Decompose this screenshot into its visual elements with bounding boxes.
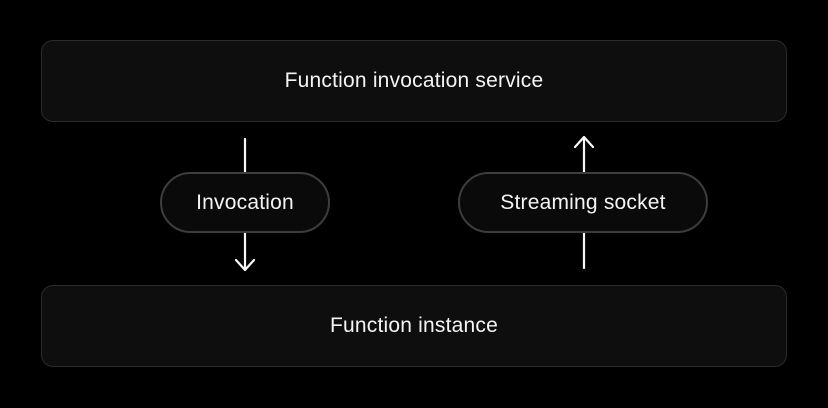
arrowhead-up-icon <box>573 135 595 149</box>
node-function-instance: Function instance <box>41 285 787 367</box>
node-function-invocation-service-label: Function invocation service <box>284 69 544 92</box>
edge-label-invocation: Invocation <box>160 172 330 233</box>
streaming-socket-edge-line <box>573 135 595 270</box>
arrowhead-down-icon <box>234 258 256 272</box>
node-function-instance-label: Function instance <box>330 314 498 337</box>
edge-label-invocation-text: Invocation <box>196 190 294 214</box>
edge-label-streaming-socket: Streaming socket <box>458 172 708 233</box>
invocation-edge-line <box>234 137 256 272</box>
edge-label-streaming-socket-text: Streaming socket <box>500 190 666 214</box>
node-function-invocation-service: Function invocation service <box>41 40 787 122</box>
